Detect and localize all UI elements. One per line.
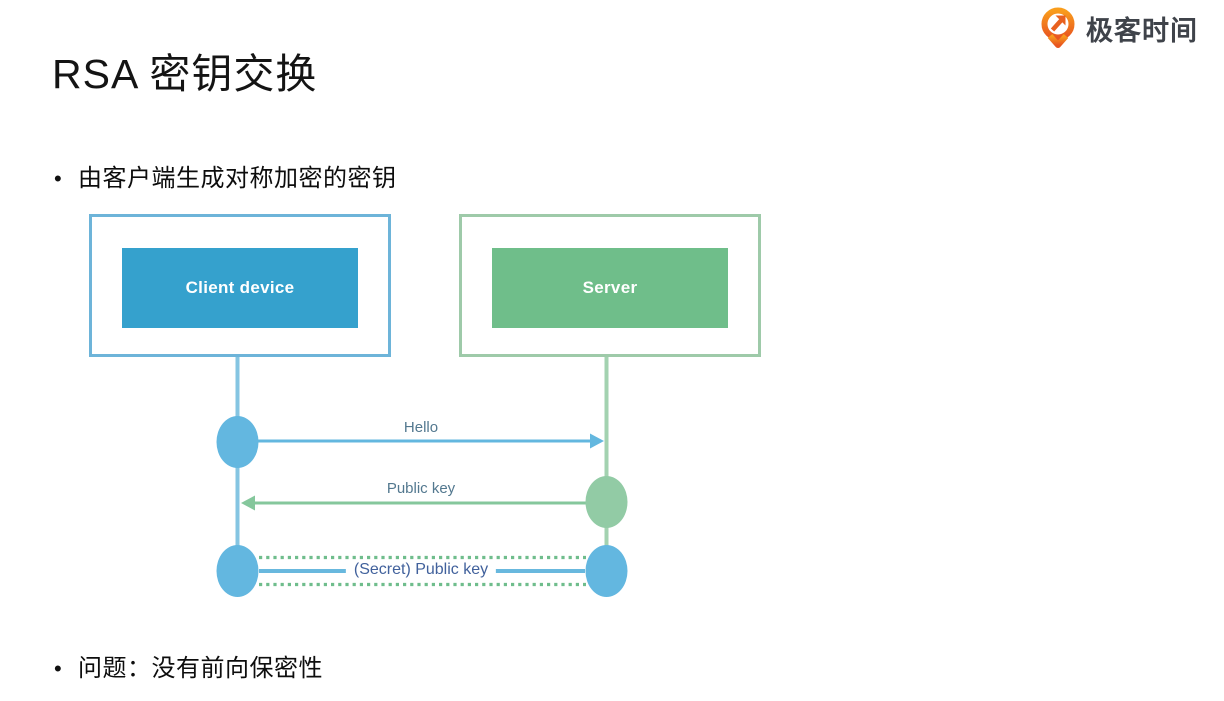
bullet-marker: • [54, 656, 62, 681]
server-publickey-event-circle [585, 476, 628, 528]
geektime-logo: 极客时间 [1037, 5, 1198, 51]
public-key-arrow [241, 495, 602, 511]
page-title: RSA 密钥交换 [52, 51, 318, 97]
server-box: Server [492, 248, 728, 328]
client-box: Client device [122, 248, 358, 328]
bullet-text: 问题：没有前向保密性 [78, 655, 323, 682]
server-secret-event-circle [585, 545, 628, 597]
hello-arrow [242, 433, 604, 449]
client-secret-event-circle [216, 545, 259, 597]
message-label-secret-public-key: (Secret) Public key [345, 561, 497, 579]
message-label-hello: Hello [403, 419, 439, 436]
client-outer-box: Client device [89, 214, 391, 357]
server-box-label: Server [582, 278, 638, 297]
geektime-logo-icon [1041, 7, 1075, 48]
client-box-label: Client device [185, 278, 295, 297]
client-hello-event-circle [216, 416, 259, 468]
bullet-item-1: • 由客户端生成对称加密的密钥 [54, 158, 397, 193]
bullet-text: 由客户端生成对称加密的密钥 [78, 165, 397, 192]
bullet-item-2: • 问题：没有前向保密性 [54, 648, 323, 683]
geektime-logo-text: 极客时间 [1086, 15, 1198, 46]
message-label-public-key: Public key [386, 480, 456, 497]
bullet-marker: • [54, 166, 62, 191]
server-outer-box: Server [459, 214, 761, 357]
